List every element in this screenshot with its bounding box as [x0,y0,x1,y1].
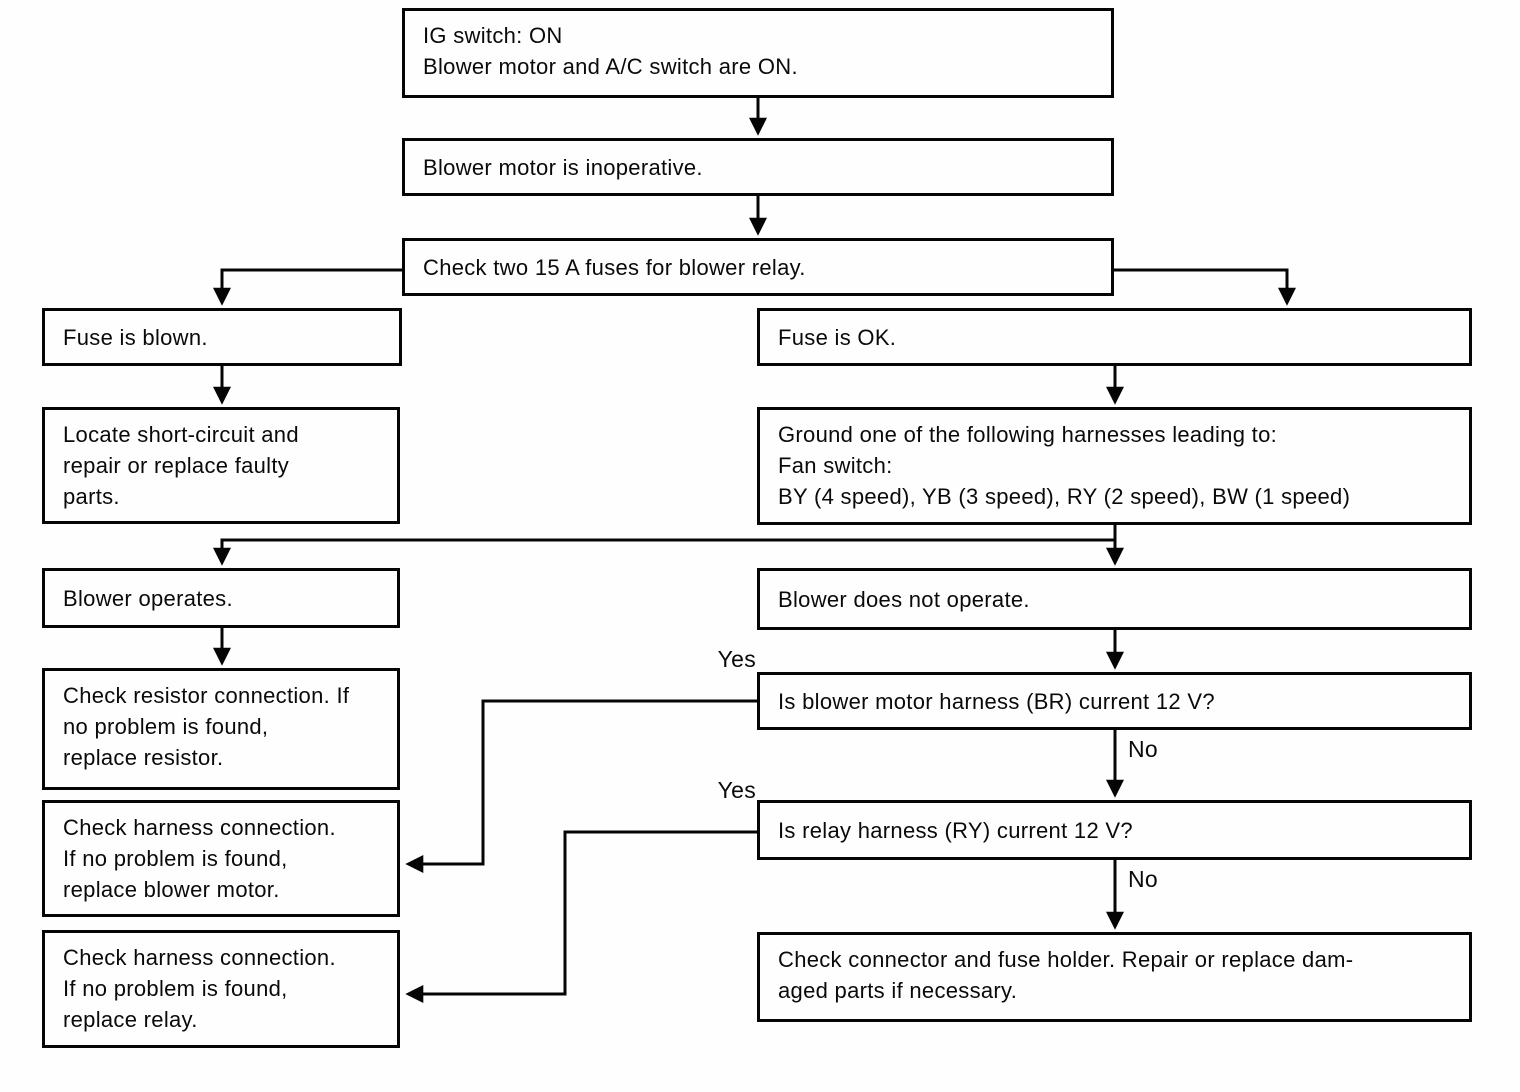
node-check-resistor-line1: Check resistor connection. If [63,683,350,708]
node-relay-harness-12v: Is relay harness (RY) current 12 V? [757,800,1472,860]
node-fuse-blown: Fuse is blown. [42,308,402,366]
node-locate-short: Locate short-circuit and repair or repla… [42,407,400,524]
node-blower-operates-line1: Blower operates. [63,585,233,611]
node-fuse-blown-line1: Fuse is blown. [63,324,208,350]
node-check-fuses-line1: Check two 15 A fuses for blower relay. [423,254,806,280]
node-start-line1: IG switch: ON [423,23,563,48]
node-check-resistor-line2: no problem is found, [63,714,269,739]
node-check-resistor: Check resistor connection. If no problem… [42,668,400,790]
node-check-harness-motor-line1: Check harness connection. [63,815,336,840]
node-check-fuses: Check two 15 A fuses for blower relay. [402,238,1114,296]
node-check-resistor-line3: replace resistor. [63,745,224,770]
edge-relayharness-yes [405,830,757,1003]
node-locate-short-line3: parts. [63,484,120,509]
edge-label-no-relay-harness: No [1128,866,1159,892]
node-check-harness-relay-line2: If no problem is found, [63,976,288,1001]
node-fuse-ok-line1: Fuse is OK. [778,324,897,350]
node-locate-short-line1: Locate short-circuit and [63,422,299,447]
edge-label-no-blower-harness: No [1128,736,1159,762]
node-relay-harness-12v-line1: Is relay harness (RY) current 12 V? [778,817,1133,843]
node-symptom: Blower motor is inoperative. [402,138,1114,196]
edge-label-yes-blower-harness: Yes [717,646,756,672]
node-check-harness-motor-line3: replace blower motor. [63,877,280,902]
edge-checkfuses-to-fuseblown [213,268,402,306]
node-ground-harness: Ground one of the following harnesses le… [757,407,1472,525]
node-start-line2: Blower motor and A/C switch are ON. [423,54,798,79]
node-check-connector: Check connector and fuse holder. Repair … [757,932,1472,1022]
node-ground-harness-line3: BY (4 speed), YB (3 speed), RY (2 speed)… [778,484,1351,509]
edge-groundharness-to-operates [213,538,1115,566]
node-check-harness-relay-line1: Check harness connection. [63,945,336,970]
node-symptom-line1: Blower motor is inoperative. [423,154,703,180]
node-start: IG switch: ON Blower motor and A/C switc… [402,8,1114,98]
node-check-harness-motor: Check harness connection. If no problem … [42,800,400,917]
edge-checkfuses-to-fuseok [1113,268,1296,306]
edge-label-yes-relay-harness: Yes [717,777,756,803]
node-blower-harness-12v-line1: Is blower motor harness (BR) current 12 … [778,688,1215,714]
node-blower-operates: Blower operates. [42,568,400,628]
node-ground-harness-line2: Fan switch: [778,453,893,478]
node-blower-harness-12v: Is blower motor harness (BR) current 12 … [757,672,1472,730]
node-check-harness-relay-line3: replace relay. [63,1007,198,1032]
node-locate-short-line2: repair or replace faulty [63,453,290,478]
node-check-harness-relay: Check harness connection. If no problem … [42,930,400,1048]
node-fuse-ok: Fuse is OK. [757,308,1472,366]
node-check-connector-line1: Check connector and fuse holder. Repair … [778,947,1354,972]
node-blower-not-operate: Blower does not operate. [757,568,1472,630]
node-ground-harness-line1: Ground one of the following harnesses le… [778,422,1278,447]
node-check-harness-motor-line2: If no problem is found, [63,846,288,871]
node-blower-not-operate-line1: Blower does not operate. [778,586,1030,612]
node-check-connector-line2: aged parts if necessary. [778,978,1018,1003]
